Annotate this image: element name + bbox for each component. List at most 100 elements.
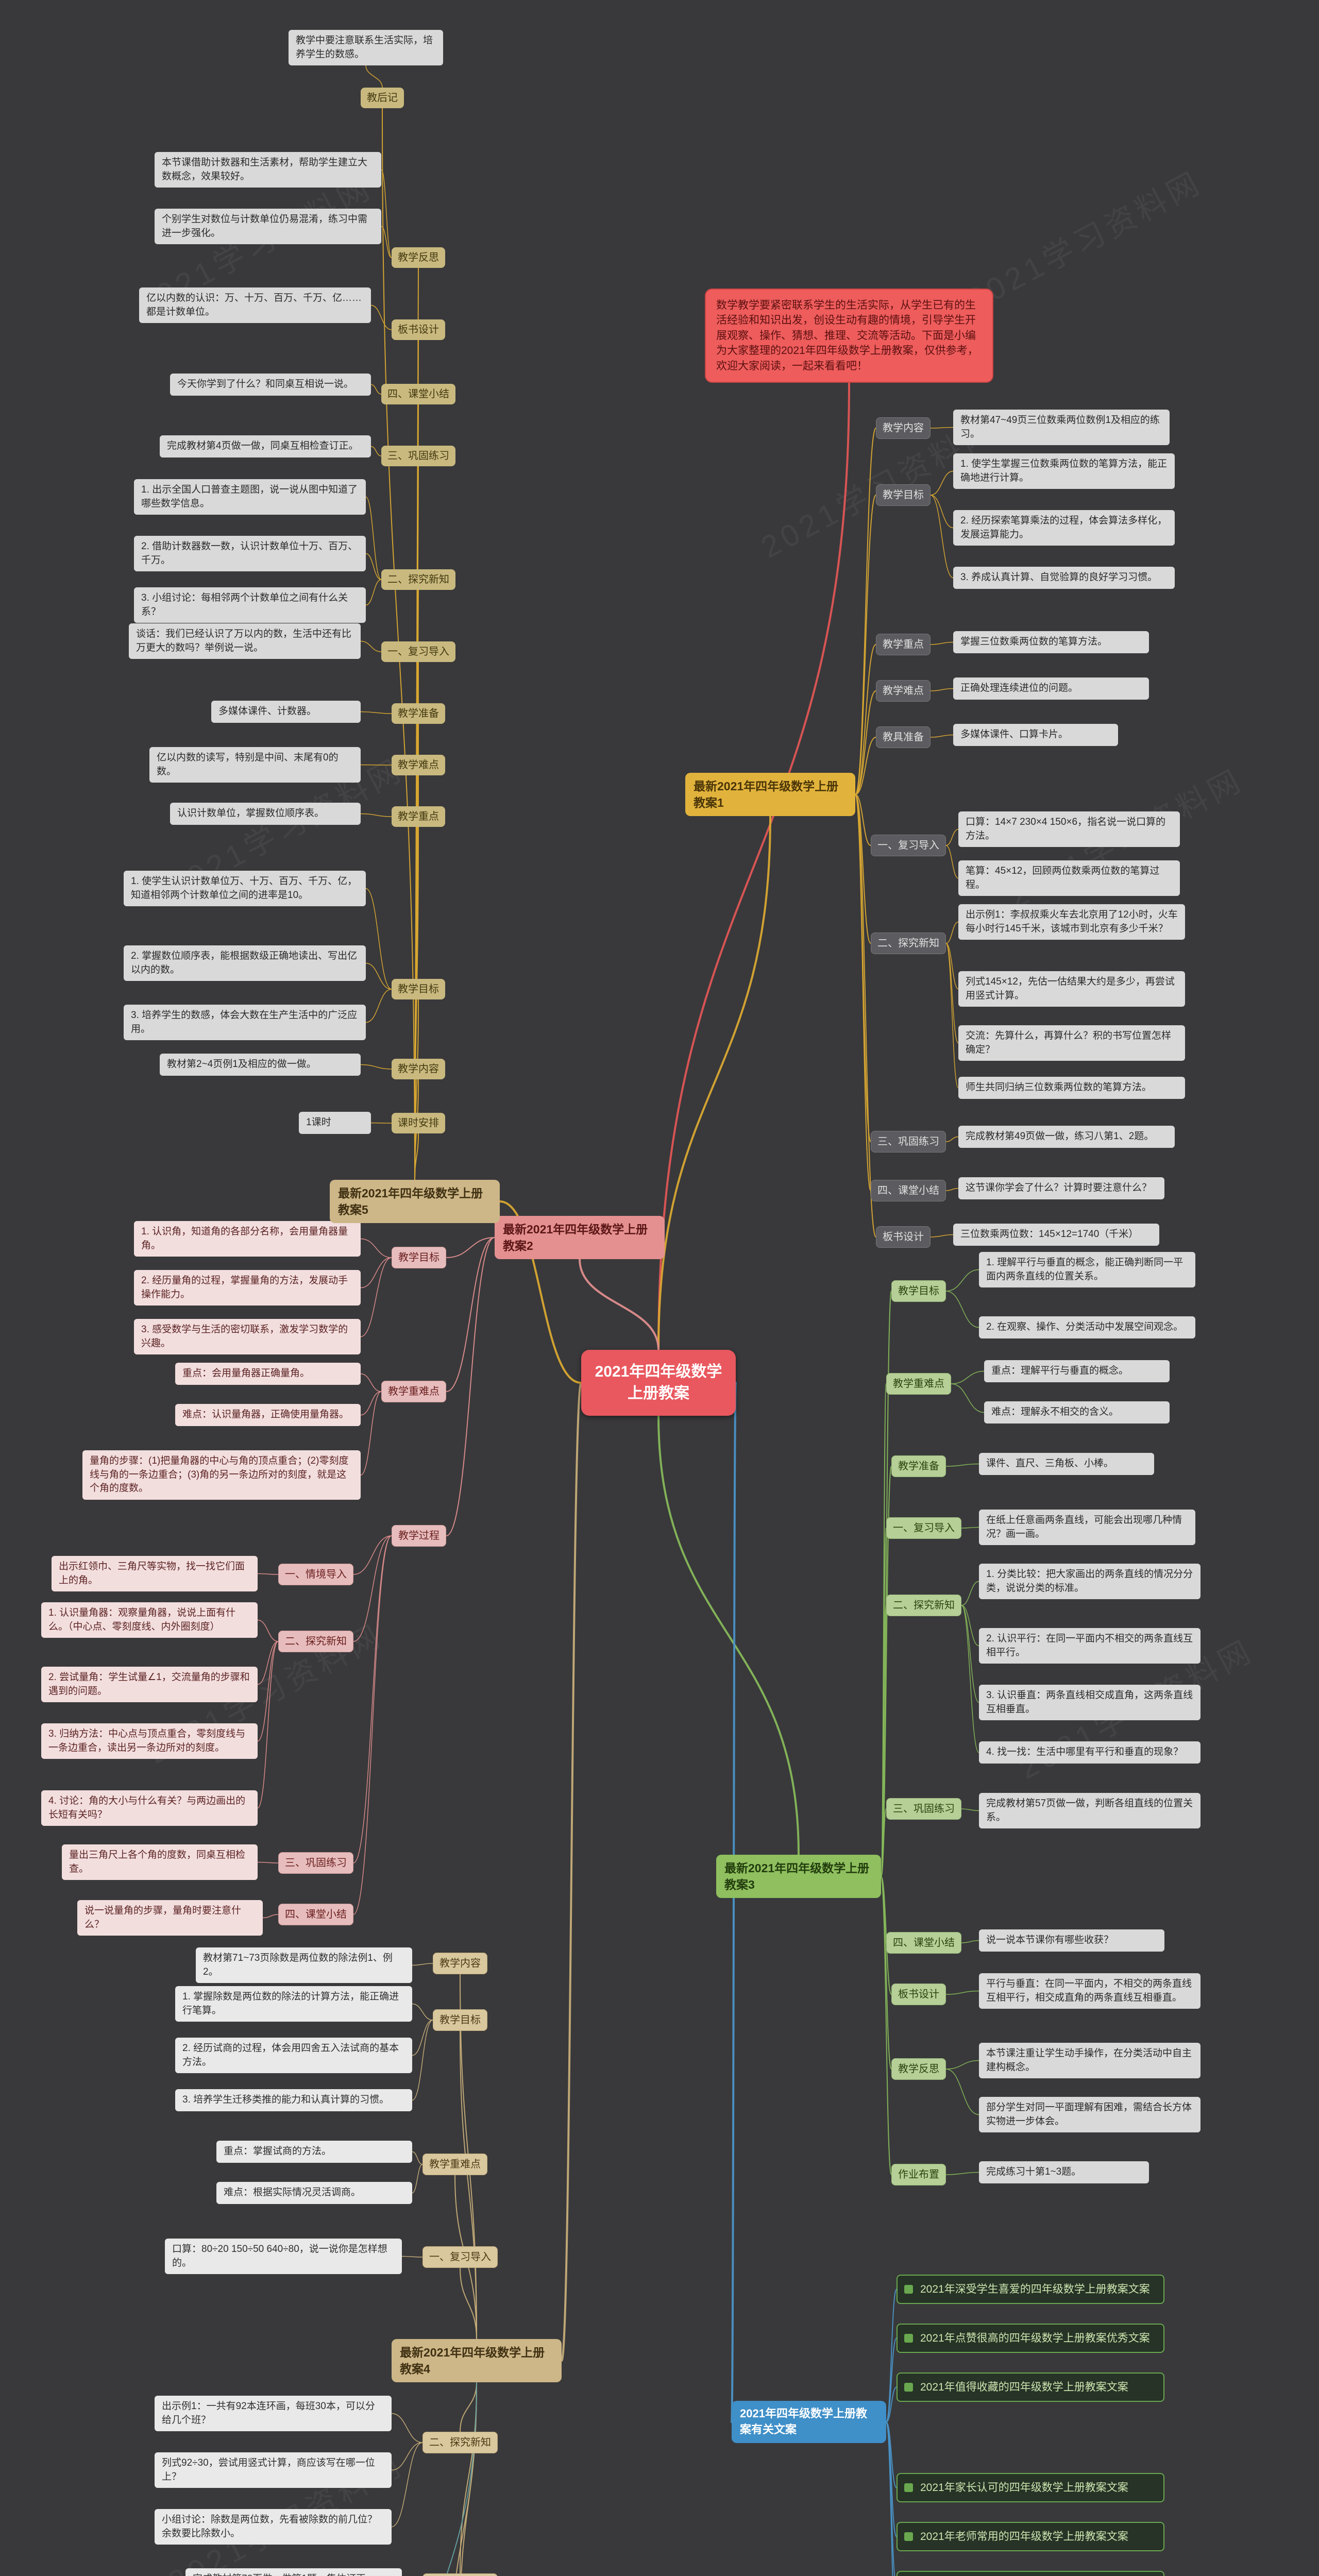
detail-text-node[interactable]: 1. 分类比较：把大家画出的两条直线的情况分分类，说说分类的标准。	[979, 1564, 1200, 1600]
detail-text-node[interactable]: 3. 培养学生迁移类推的能力和认真计算的习惯。	[175, 2089, 412, 2111]
detail-text-node[interactable]: 完成教材第49页做一做，练习八第1、2题。	[958, 1126, 1175, 1148]
section-topic-node[interactable]: 作业布置	[891, 2164, 946, 2185]
section-topic-node[interactable]: 二、探究新知	[278, 1631, 353, 1652]
detail-text-node[interactable]: 在纸上任意画两条直线，可能会出现哪几种情况？画一画。	[979, 1510, 1195, 1546]
section-topic-node[interactable]: 教后记	[361, 88, 404, 108]
section-topic-node[interactable]: 教学准备	[392, 703, 445, 724]
section-topic-node[interactable]: 教学重点	[876, 634, 931, 655]
detail-text-node[interactable]: 小组讨论：除数是两位数，先看被除数的前几位？余数要比除数小。	[155, 2509, 392, 2545]
section-topic-node[interactable]: 三、巩固练习	[871, 1131, 946, 1153]
detail-text-node[interactable]: 2. 经历试商的过程，体会用四舍五入法试商的基本方法。	[175, 2038, 412, 2074]
detail-text-node[interactable]: 本节课注重让学生动手操作，在分类活动中自主建构概念。	[979, 2043, 1200, 2079]
detail-text-node[interactable]: 3. 认识垂直：两条直线相交成直角，这两条直线互相垂直。	[979, 1685, 1200, 1721]
section-topic-node[interactable]: 教学重难点	[381, 1381, 446, 1402]
section-topic-node[interactable]: 教学目标	[433, 2009, 487, 2031]
section-topic-node[interactable]: 教学内容	[392, 1059, 445, 1079]
detail-text-node[interactable]: 1. 认识量角器：观察量角器，说说上面有什么。（中心点、零刻度线、内外圈刻度）	[41, 1602, 258, 1638]
branch-topic-node[interactable]: 最新2021年四年级数学上册教案4	[392, 2339, 562, 2383]
intro-paragraph-node[interactable]: 数学教学要紧密联系学生的生活实际，从学生已有的生活经验和知识出发，创设生动有趣的…	[705, 289, 993, 383]
detail-text-node[interactable]: 重点：掌握试商的方法。	[216, 2141, 412, 2163]
central-topic[interactable]: 2021年四年级数学上册教案	[581, 1350, 736, 1416]
detail-text-node[interactable]: 3. 感受数学与生活的密切联系，激发学习数学的兴趣。	[134, 1319, 361, 1355]
section-topic-node[interactable]: 二、探究新知	[886, 1595, 961, 1616]
detail-text-node[interactable]: 多媒体课件、计数器。	[211, 701, 361, 723]
detail-text-node[interactable]: 说一说量角的步骤，量角时要注意什么？	[77, 1900, 263, 1936]
section-topic-node[interactable]: 三、巩固练习	[381, 446, 455, 466]
detail-text-node[interactable]: 笔算：45×12，回顾两位数乘两位数的笔算过程。	[958, 860, 1180, 896]
section-topic-node[interactable]: 四、课堂小结	[871, 1180, 946, 1201]
detail-text-node[interactable]: 1. 出示全国人口普查主题图，说一说从图中知道了哪些数学信息。	[134, 479, 366, 515]
detail-text-node[interactable]: 完成教材第57页做一做，判断各组直线的位置关系。	[979, 1793, 1200, 1829]
copy-link-card[interactable]: 2021年点赞很高的四年级数学上册教案优秀文案	[897, 2324, 1164, 2353]
detail-text-node[interactable]: 正确处理连续进位的问题。	[953, 677, 1149, 700]
section-topic-node[interactable]: 教学目标	[392, 979, 445, 999]
detail-text-node[interactable]: 部分学生对同一平面理解有困难，需结合长方体实物进一步体会。	[979, 2097, 1200, 2133]
detail-text-node[interactable]: 量出三角尺上各个角的度数，同桌互相检查。	[62, 1844, 258, 1880]
section-topic-node[interactable]: 教学目标	[876, 484, 931, 506]
detail-text-node[interactable]: 3. 小组讨论：每相邻两个计数单位之间有什么关系？	[134, 587, 366, 623]
detail-text-node[interactable]: 3. 培养学生的数感，体会大数在生产生活中的广泛应用。	[124, 1005, 366, 1041]
section-topic-node[interactable]: 教学难点	[876, 680, 931, 702]
section-topic-node[interactable]: 教学内容	[876, 417, 931, 439]
detail-text-node[interactable]: 今天你学到了什么？和同桌互相说一说。	[170, 374, 371, 396]
section-topic-node[interactable]: 板书设计	[876, 1226, 931, 1248]
section-topic-node[interactable]: 一、复习导入	[422, 2246, 498, 2268]
detail-text-node[interactable]: 个别学生对数位与计数单位仍易混淆，练习中需进一步强化。	[155, 209, 381, 245]
section-topic-node[interactable]: 教学目标	[891, 1280, 946, 1302]
section-topic-node[interactable]: 教学目标	[392, 1247, 446, 1268]
branch-topic-node[interactable]: 2021年四年级数学上册教案有关文案	[732, 2401, 886, 2443]
section-topic-node[interactable]: 课时安排	[392, 1113, 445, 1133]
detail-text-node[interactable]: 师生共同归纳三位数乘两位数的笔算方法。	[958, 1077, 1185, 1099]
detail-text-node[interactable]: 3. 养成认真计算、自觉验算的良好学习习惯。	[953, 567, 1175, 589]
detail-text-node[interactable]: 4. 讨论：角的大小与什么有关？与两边画出的长短有关吗？	[41, 1790, 258, 1826]
detail-text-node[interactable]: 教学中要注意联系生活实际，培养学生的数感。	[289, 30, 443, 66]
section-topic-node[interactable]: 三、巩固练习	[422, 2573, 498, 2576]
detail-text-node[interactable]: 口算：80÷20 150÷50 640÷80，说一说你是怎样想的。	[165, 2239, 402, 2275]
detail-text-node[interactable]: 出示例1：李叔叔乘火车去北京用了12小时，火车每小时行145千米，该城市到北京有…	[958, 904, 1185, 940]
detail-text-node[interactable]: 完成教材第72页做一做第1题，集体订正。	[185, 2568, 402, 2576]
detail-text-node[interactable]: 2. 认识平行：在同一平面内不相交的两条直线互相平行。	[979, 1628, 1200, 1664]
section-topic-node[interactable]: 教学内容	[433, 1953, 487, 1974]
detail-text-node[interactable]: 完成练习十第1~3题。	[979, 2161, 1149, 2183]
detail-text-node[interactable]: 2. 在观察、操作、分类活动中发展空间观念。	[979, 1316, 1195, 1338]
branch-topic-node[interactable]: 最新2021年四年级数学上册教案2	[495, 1216, 665, 1260]
section-topic-node[interactable]: 一、复习导入	[886, 1517, 961, 1539]
section-topic-node[interactable]: 教学重难点	[886, 1373, 951, 1395]
detail-text-node[interactable]: 认识计数单位，掌握数位顺序表。	[170, 803, 361, 825]
copy-link-card[interactable]: 2021年经典的四年级数学上册教案文案大全	[897, 2571, 1164, 2576]
section-topic-node[interactable]: 教具准备	[876, 726, 931, 748]
detail-text-node[interactable]: 重点：理解平行与垂直的概念。	[984, 1360, 1170, 1382]
detail-text-node[interactable]: 量角的步骤：(1)把量角器的中心与角的顶点重合；(2)零刻度线与角的一条边重合；…	[82, 1450, 361, 1500]
detail-text-node[interactable]: 三位数乘两位数：145×12=1740（千米）	[953, 1224, 1159, 1246]
detail-text-node[interactable]: 亿以内数的认识：万、十万、百万、千万、亿……都是计数单位。	[139, 287, 371, 324]
copy-link-card[interactable]: 2021年深受学生喜爱的四年级数学上册教案文案	[897, 2275, 1164, 2304]
section-topic-node[interactable]: 三、巩固练习	[886, 1798, 961, 1820]
detail-text-node[interactable]: 难点：认识量角器，正确使用量角器。	[175, 1404, 361, 1426]
detail-text-node[interactable]: 这节课你学会了什么？计算时要注意什么？	[958, 1177, 1164, 1199]
detail-text-node[interactable]: 本节课借助计数器和生活素材，帮助学生建立大数概念，效果较好。	[155, 152, 381, 188]
section-topic-node[interactable]: 教学重点	[392, 806, 445, 827]
detail-text-node[interactable]: 难点：根据实际情况灵活调商。	[216, 2182, 412, 2204]
section-topic-node[interactable]: 教学准备	[891, 1455, 946, 1477]
detail-text-node[interactable]: 课件、直尺、三角板、小棒。	[979, 1453, 1154, 1475]
detail-text-node[interactable]: 重点：会用量角器正确量角。	[175, 1363, 361, 1385]
detail-text-node[interactable]: 完成教材第4页做一做，同桌互相检查订正。	[160, 435, 371, 457]
detail-text-node[interactable]: 2. 经历量角的过程，掌握量角的方法，发展动手操作能力。	[134, 1270, 361, 1306]
copy-link-card[interactable]: 2021年老师常用的四年级数学上册教案文案	[897, 2522, 1164, 2552]
section-topic-node[interactable]: 板书设计	[891, 1984, 946, 2005]
branch-topic-node[interactable]: 最新2021年四年级数学上册教案1	[685, 773, 855, 817]
detail-text-node[interactable]: 口算：14×7 230×4 150×6，指名说一说口算的方法。	[958, 811, 1180, 848]
detail-text-node[interactable]: 1. 掌握除数是两位数的除法的计算方法，能正确进行笔算。	[175, 1986, 412, 2022]
section-topic-node[interactable]: 教学重难点	[422, 2154, 487, 2175]
detail-text-node[interactable]: 亿以内数的读写，特别是中间、末尾有0的数。	[149, 747, 361, 783]
detail-text-node[interactable]: 出示例1：一共有92本连环画，每班30本，可以分给几个班？	[155, 2396, 392, 2432]
detail-text-node[interactable]: 1课时	[299, 1112, 371, 1134]
copy-link-card[interactable]: 2021年家长认可的四年级数学上册教案文案	[897, 2473, 1164, 2503]
detail-text-node[interactable]: 平行与垂直：在同一平面内，不相交的两条直线互相平行，相交成直角的两条直线互相垂直…	[979, 1973, 1200, 2009]
copy-link-card[interactable]: 2021年值得收藏的四年级数学上册教案文案	[897, 2372, 1164, 2402]
detail-text-node[interactable]: 2. 借助计数器数一数，认识计数单位十万、百万、千万。	[134, 536, 366, 572]
branch-topic-node[interactable]: 最新2021年四年级数学上册教案5	[330, 1180, 500, 1224]
detail-text-node[interactable]: 2. 尝试量角：学生试量∠1，交流量角的步骤和遇到的问题。	[41, 1667, 258, 1703]
detail-text-node[interactable]: 难点：理解永不相交的含义。	[984, 1401, 1170, 1423]
detail-text-node[interactable]: 3. 归纳方法：中心点与顶点重合，零刻度线与一条边重合，读出另一条边所对的刻度。	[41, 1723, 258, 1759]
